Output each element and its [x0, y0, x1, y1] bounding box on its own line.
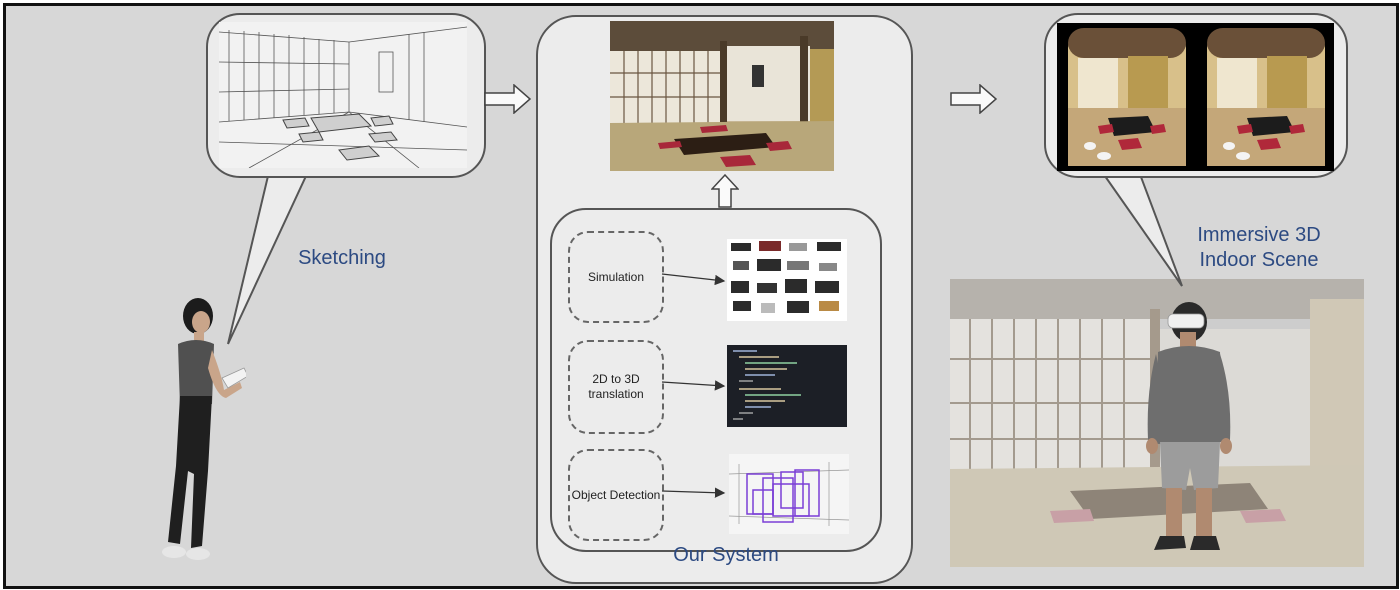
module-connector-arrows — [661, 273, 726, 498]
arrow-right-icon — [950, 84, 998, 114]
man-with-vr-headset-figure — [1146, 302, 1232, 550]
translation-label: 2D to 3D translation — [588, 372, 644, 401]
our-system-label: Our System — [673, 544, 779, 566]
sketching-label: Sketching — [298, 247, 386, 269]
immersive-scene-label-text: Immersive 3D Indoor Scene — [1197, 224, 1321, 271]
code-snippet-image — [727, 345, 847, 427]
furniture-models-image — [727, 239, 847, 321]
simulation-label: Simulation — [587, 269, 645, 284]
figure-frame: Sketching — [3, 3, 1399, 589]
arrow-right-icon — [484, 84, 532, 114]
woman-figure — [162, 298, 246, 560]
object-detection-label: Object Detection — [571, 487, 661, 502]
immersive-room-background — [950, 279, 1364, 567]
rendered-japanese-room-image — [610, 21, 834, 171]
object-detection-module: Object Detection — [568, 449, 664, 541]
simulation-module: Simulation — [568, 231, 664, 323]
arrow-up-icon — [711, 174, 739, 208]
immersive-scene-label: Immersive 3D Indoor Scene — [1184, 223, 1334, 273]
object-detection-image — [729, 454, 849, 534]
vr-stereo-view-image — [1057, 23, 1334, 171]
room-sketch-image — [219, 22, 467, 168]
translation-module: 2D to 3D translation — [568, 340, 664, 434]
